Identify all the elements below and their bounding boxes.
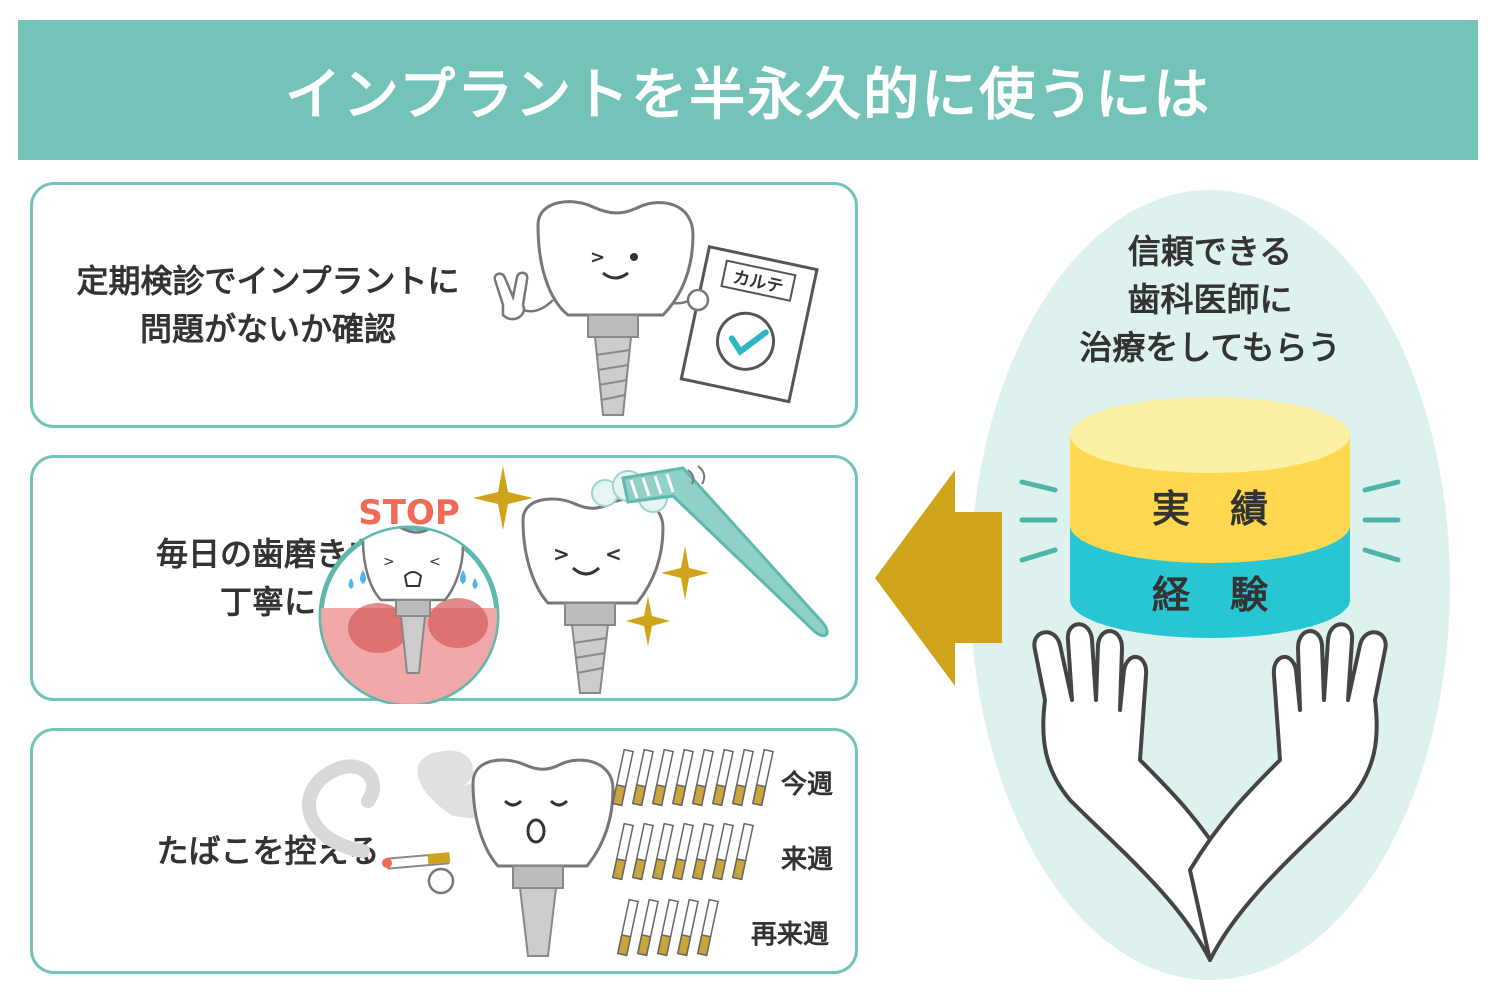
week-label-next: 来週 [781, 845, 833, 875]
svg-text:<: < [605, 542, 622, 566]
cigarette-stick [611, 748, 634, 807]
stop-label: STOP [358, 493, 460, 533]
week-label-after: 再来週 [751, 920, 829, 950]
dentist-line-3: 治療をしてもらう [1079, 328, 1341, 367]
sparkle-icon-3 [626, 596, 670, 646]
card-checkup-line-1: 定期検診でインプラントに [76, 262, 460, 300]
cigarette-stick [671, 748, 694, 807]
cigarette-stick [631, 822, 654, 881]
tooth-icon [536, 200, 695, 317]
drum-top-label: 実績 [1151, 487, 1308, 531]
dentist-text: 信頼できる 歯科医師に 治療をしてもらう [1020, 228, 1400, 372]
cigarette-stick [611, 822, 634, 881]
brushing-illustration: > < STOP > < [318, 465, 829, 704]
cigarette-stick [616, 898, 639, 957]
card-checkup-text: 定期検診でインプラントに 問題がないか確認 [33, 185, 503, 425]
svg-text:>: > [553, 542, 570, 566]
cigarette-stick [731, 748, 754, 807]
svg-text:>: > [383, 554, 395, 570]
smoke-icon [302, 759, 380, 858]
cigarette-stick [711, 822, 734, 881]
sparkle-icon [473, 466, 533, 530]
cigarette-stick [691, 748, 714, 807]
hands-icon [1032, 622, 1388, 962]
card-checkup: 定期検診でインプラントに 問題がないか確認 > カルテ [30, 182, 858, 428]
cigarette-stick [636, 898, 659, 957]
peace-hand-icon [493, 271, 529, 321]
cigarette-stick [676, 898, 699, 957]
sparkle-lines-icon [1019, 479, 1401, 563]
week-label-this: 今週 [781, 769, 833, 800]
cigarette-stick [671, 822, 694, 881]
cigarette-stick [651, 748, 674, 807]
page-title: インプラントを半永久的に使うには [284, 62, 1212, 128]
smoking-illustration: 今週 来週 再来週 [302, 748, 833, 957]
checkup-illustration: > カルテ [493, 200, 819, 416]
left-arrow-icon [875, 470, 1002, 686]
cigarette-stick [751, 748, 774, 807]
svg-text:>: > [590, 247, 605, 268]
cigarette-stick [731, 822, 754, 881]
smoking-tooth-icon [471, 758, 615, 868]
medical-chart-icon: カルテ [679, 244, 819, 404]
cigarette-stick [656, 898, 679, 957]
implant-screw-icon [593, 336, 633, 416]
cigarette-stick [691, 822, 714, 881]
cigarette-stick [711, 748, 734, 807]
drum-icon [1070, 397, 1350, 638]
card-brushing: 毎日の歯磨きを 丁寧に > < STOP > < [30, 455, 858, 704]
drum-bottom-label: 経験 [1151, 573, 1308, 617]
happy-tooth-icon [521, 497, 665, 605]
cigarette-stick [651, 822, 674, 881]
dentist-line-2: 歯科医師に [1127, 280, 1293, 319]
card-brushing-line-2: 丁寧に [219, 583, 316, 621]
toothbrush-icon [621, 466, 829, 638]
sparkle-icon-2 [661, 546, 709, 600]
dentist-line-1: 信頼できる [1127, 232, 1293, 271]
cigarette-stick [696, 898, 719, 957]
card-checkup-line-2: 問題がないか確認 [139, 310, 396, 348]
card-smoking: たばこを控える 今週 来週 再来週 [30, 728, 858, 974]
cigarette-stick [631, 748, 654, 807]
header-banner: インプラントを半永久的に使うには [18, 20, 1478, 160]
svg-text:<: < [429, 554, 441, 570]
cigarette-rows [611, 748, 774, 957]
